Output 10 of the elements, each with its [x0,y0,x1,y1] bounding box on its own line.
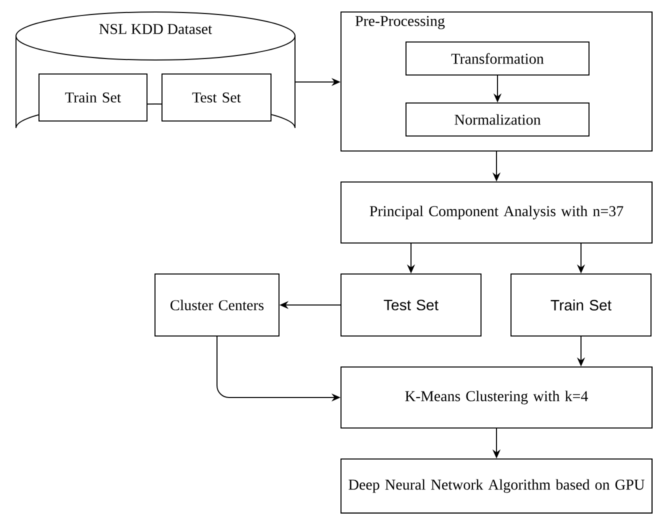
process-box: Principal Component Analysis with n=37 [340,182,652,244]
process-box: Test Set [340,274,482,336]
process-box: K-Means Clustering with k=4 [340,366,652,428]
process-box: Deep Neural Network Algorithm based on GPU [340,458,652,514]
process-box: Cluster Centers [154,274,280,336]
process-box: Train Set [510,274,652,336]
process-box: Transformation [406,42,590,76]
process-box: Train Set [38,74,148,122]
process-box: Normalization [406,102,590,136]
process-box: Test Set [162,74,272,122]
